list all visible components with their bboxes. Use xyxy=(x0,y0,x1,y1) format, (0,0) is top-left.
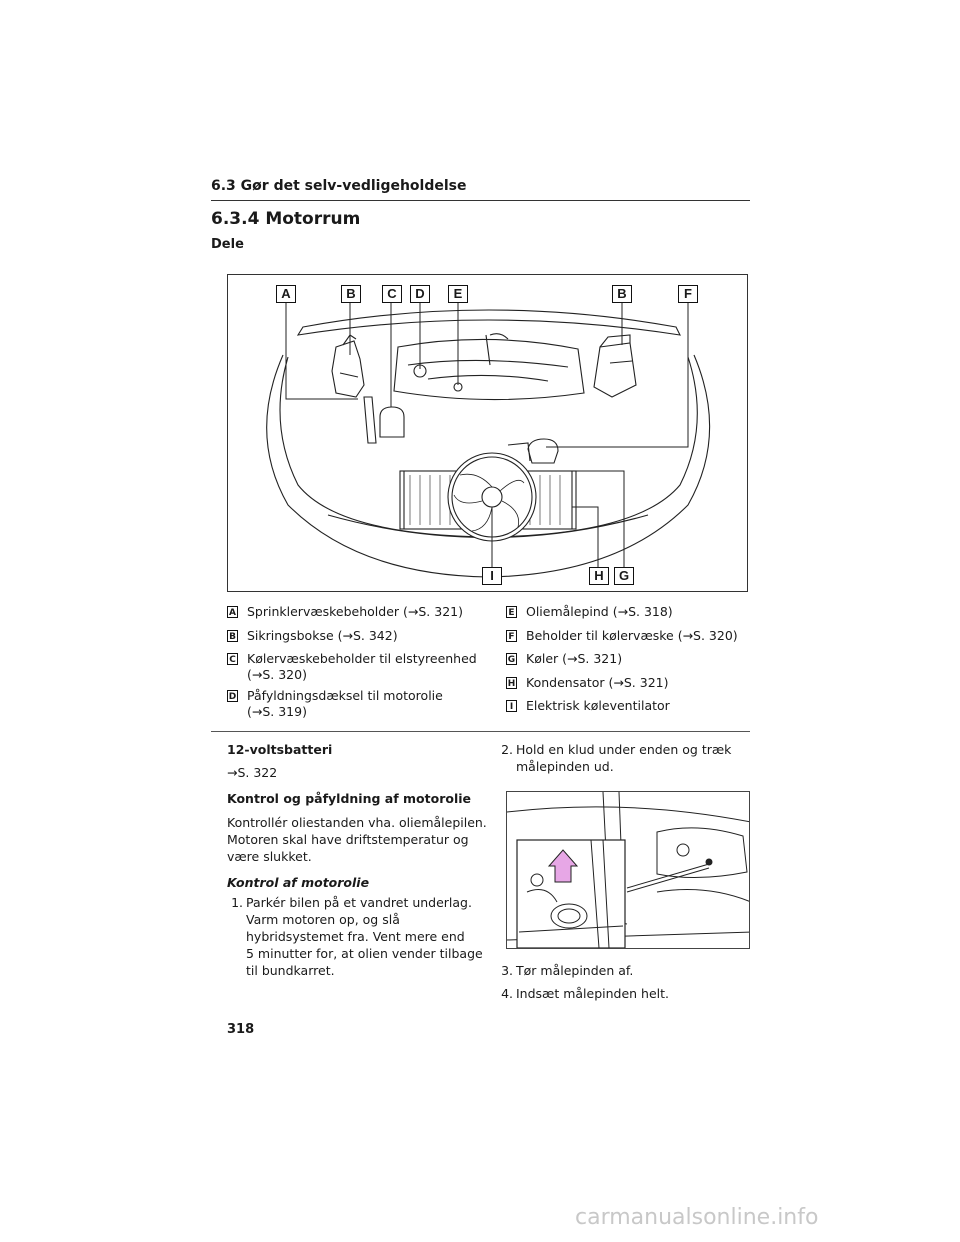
legend-item: D Påfyldningsdæksel til motorolie (→S. 3… xyxy=(227,688,443,720)
callout-a: A xyxy=(276,285,296,303)
legend-key: H xyxy=(506,677,517,689)
legend-text: Oliemålepind (→S. 318) xyxy=(526,604,673,619)
legend-item: E Oliemålepind (→S. 318) xyxy=(506,604,673,620)
callout-c: C xyxy=(382,285,402,303)
step-number: 3. xyxy=(501,963,513,978)
step-3: 3. Tør målepinden af. xyxy=(497,962,633,979)
page-title: 6.3.4 Motorrum xyxy=(211,209,361,229)
callout-b: B xyxy=(341,285,361,303)
callout-d: D xyxy=(410,285,430,303)
step-number: 2. xyxy=(501,742,513,757)
legend-key: E xyxy=(506,606,517,618)
legend-item: F Beholder til kølervæske (→S. 320) xyxy=(506,628,738,644)
step-number: 4. xyxy=(501,986,513,1001)
engine-bay-illustration xyxy=(266,303,711,578)
legend-text: Elektrisk køleventilator xyxy=(526,698,670,713)
legend-key: G xyxy=(506,653,517,665)
legend-text: Kølervæskebeholder til elstyreenhed (→S.… xyxy=(247,651,477,682)
step-text: Parkér bilen på et vandret underlag. Var… xyxy=(246,895,483,978)
callout-i: I xyxy=(482,567,502,585)
engine-bay-figure: A B C D E B F I H G xyxy=(227,274,748,592)
battery-heading: 12-voltsbatteri xyxy=(227,742,333,757)
parts-subheading: Dele xyxy=(211,237,244,252)
oil-intro: Kontrollér oliestanden vha. oliemålepile… xyxy=(227,815,487,864)
callout-f: F xyxy=(678,285,698,303)
legend-item: I Elektrisk køleventilator xyxy=(506,698,670,714)
watermark: carmanualsonline.info xyxy=(575,1205,819,1230)
dipstick-figure xyxy=(506,791,750,949)
legend-item: G Køler (→S. 321) xyxy=(506,651,622,667)
section-divider xyxy=(211,731,750,732)
legend-key: D xyxy=(227,690,238,702)
legend-item: H Kondensator (→S. 321) xyxy=(506,675,669,691)
legend-item: A Sprinklervæskebeholder (→S. 321) xyxy=(227,604,463,620)
oil-check-subheading: Kontrol af motorolie xyxy=(227,875,370,890)
legend-key: F xyxy=(506,630,517,642)
legend-text: Kondensator (→S. 321) xyxy=(526,675,669,690)
legend-item: C Kølervæskebeholder til elstyreenhed (→… xyxy=(227,651,477,683)
step-number: 1. xyxy=(231,895,243,910)
dipstick-illustration xyxy=(507,792,749,948)
legend-item: B Sikringsbokse (→S. 342) xyxy=(227,628,398,644)
legend-text: Sprinklervæskebeholder (→S. 321) xyxy=(247,604,463,619)
legend-key: C xyxy=(227,653,238,665)
legend-text: Beholder til kølervæske (→S. 320) xyxy=(526,628,738,643)
callout-h: H xyxy=(589,567,609,585)
step-text: Tør målepinden af. xyxy=(516,963,634,978)
legend-text: Påfyldningsdæksel til motorolie (→S. 319… xyxy=(247,688,443,719)
legend-key: A xyxy=(227,606,238,618)
step-1: 1. Parkér bilen på et vandret underlag. … xyxy=(227,894,497,979)
legend-key: B xyxy=(227,630,238,642)
page-number: 318 xyxy=(227,1022,255,1037)
callout-e: E xyxy=(448,285,468,303)
step-text: Hold en klud under enden og træk målepin… xyxy=(516,742,732,774)
oil-heading: Kontrol og påfyldning af motorolie xyxy=(227,791,471,806)
header-divider xyxy=(211,200,750,201)
section-header: 6.3 Gør det selv-vedligeholdelse xyxy=(211,178,467,194)
legend-text: Sikringsbokse (→S. 342) xyxy=(247,628,398,643)
step-text: Indsæt målepinden helt. xyxy=(516,986,670,1001)
legend-text: Køler (→S. 321) xyxy=(526,651,623,666)
battery-reference: →S. 322 xyxy=(227,765,278,780)
step-4: 4. Indsæt målepinden helt. xyxy=(497,985,669,1002)
step-2: 2. Hold en klud under enden og træk måle… xyxy=(497,741,757,775)
legend-key: I xyxy=(506,700,517,712)
callout-b-right: B xyxy=(612,285,632,303)
callout-g: G xyxy=(614,567,634,585)
